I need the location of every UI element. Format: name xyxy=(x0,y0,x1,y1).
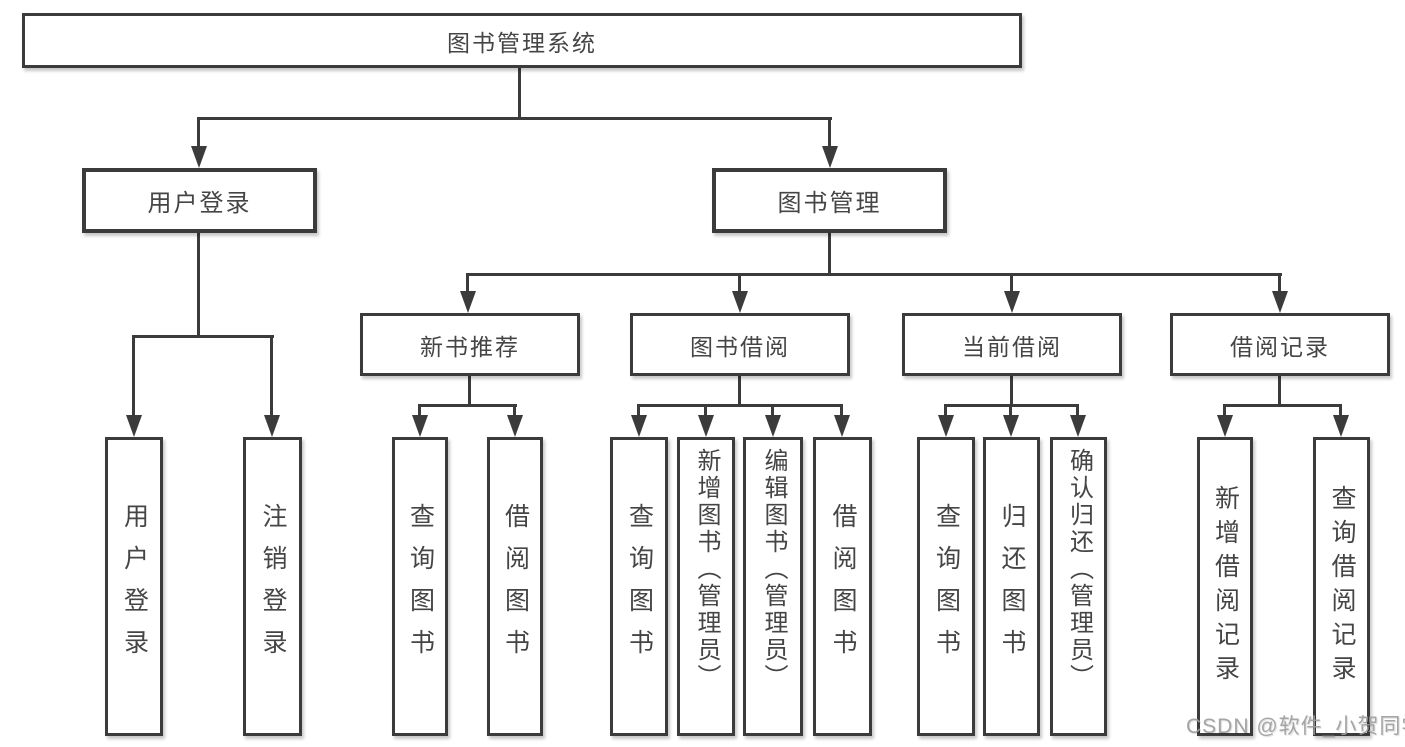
arrow-down-icon xyxy=(1217,415,1233,437)
connector-line xyxy=(638,404,843,407)
node-library-management-system: 图书管理系统 xyxy=(22,13,1022,68)
leaf-label: 查询图书 xyxy=(406,502,435,671)
connector-line xyxy=(468,376,471,406)
leaf-borrow-books-recommend: 借阅图书 xyxy=(487,437,543,736)
connector-line xyxy=(132,335,135,417)
node-label: 借阅记录 xyxy=(1230,333,1330,360)
connector-line xyxy=(197,233,200,337)
connector-line xyxy=(1339,404,1342,418)
arrow-down-icon xyxy=(126,415,142,437)
connector-line xyxy=(419,404,517,407)
connector-line xyxy=(513,404,516,418)
node-borrow-records: 借阅记录 xyxy=(1170,313,1390,376)
arrow-down-icon xyxy=(732,291,748,313)
arrow-down-icon xyxy=(191,146,207,168)
arrow-down-icon xyxy=(1333,415,1349,437)
connector-line xyxy=(738,376,741,406)
leaf-label: 借阅图书 xyxy=(501,502,530,671)
arrow-down-icon xyxy=(631,415,647,437)
arrow-down-icon xyxy=(938,415,954,437)
connector-line xyxy=(1009,404,1012,418)
node-label: 新书推荐 xyxy=(420,333,520,360)
connector-line xyxy=(133,335,274,338)
leaf-label: 新增借阅记录 xyxy=(1211,484,1240,689)
leaf-label: 用户登录 xyxy=(120,502,149,671)
leaf-label: 归还图书 xyxy=(998,502,1026,671)
arrow-down-icon xyxy=(460,291,476,313)
leaf-edit-book-admin: 编辑图书（管理员） xyxy=(743,437,803,736)
leaf-add-borrow-record: 新增借阅记录 xyxy=(1197,437,1253,736)
leaf-query-books-borrowing: 查询图书 xyxy=(610,437,668,736)
connector-line xyxy=(1278,376,1281,406)
connector-line xyxy=(518,66,521,119)
node-new-book-recommend: 新书推荐 xyxy=(360,313,580,376)
watermark: CSDN @软件_小贺同学 xyxy=(1186,715,1405,738)
connector-line xyxy=(1076,404,1079,418)
leaf-label: 查询图书 xyxy=(932,502,961,671)
connector-line xyxy=(467,273,1282,276)
leaf-label: 新增图书（管理员） xyxy=(693,448,720,691)
leaf-label: 查询图书 xyxy=(625,502,654,671)
arrow-down-icon xyxy=(1070,415,1086,437)
leaf-query-borrow-record: 查询借阅记录 xyxy=(1313,437,1370,736)
leaf-user-login: 用户登录 xyxy=(105,437,163,736)
connector-line xyxy=(197,117,200,149)
leaf-label: 查询借阅记录 xyxy=(1328,484,1356,689)
node-label: 当前借阅 xyxy=(962,333,1062,360)
connector-line xyxy=(418,404,421,418)
node-book-borrowing: 图书借阅 xyxy=(630,313,850,376)
connector-line xyxy=(944,404,947,418)
connector-line xyxy=(945,404,1079,407)
node-label: 图书管理系统 xyxy=(447,29,597,56)
connector-line xyxy=(1010,273,1013,293)
node-book-management: 图书管理 xyxy=(712,168,947,233)
connector-line xyxy=(1278,273,1281,293)
arrow-down-icon xyxy=(1004,291,1020,313)
connector-line xyxy=(828,117,831,149)
connector-line xyxy=(198,117,832,120)
arrow-down-icon xyxy=(1272,291,1288,313)
connector-line xyxy=(1224,404,1342,407)
connector-line xyxy=(637,404,640,418)
leaf-query-books-current: 查询图书 xyxy=(917,437,975,736)
leaf-label: 编辑图书（管理员） xyxy=(760,448,787,691)
arrow-down-icon xyxy=(264,415,280,437)
connector-line xyxy=(828,233,831,275)
leaf-add-book-admin: 新增图书（管理员） xyxy=(677,437,735,736)
connector-line xyxy=(1223,404,1226,418)
arrow-down-icon xyxy=(412,415,428,437)
connector-line xyxy=(1010,376,1013,406)
leaf-label: 确认归还（管理员） xyxy=(1065,448,1093,691)
arrow-down-icon xyxy=(765,415,781,437)
connector-line xyxy=(840,404,843,418)
connector-line xyxy=(704,404,707,418)
arrow-down-icon xyxy=(507,415,523,437)
node-label: 图书借阅 xyxy=(690,333,790,360)
arrow-down-icon xyxy=(698,415,714,437)
leaf-label: 借阅图书 xyxy=(829,502,857,671)
connector-line xyxy=(738,273,741,293)
arrow-down-icon xyxy=(834,415,850,437)
arrow-down-icon xyxy=(822,146,838,168)
connector-line xyxy=(270,335,273,417)
node-user-login: 用户登录 xyxy=(82,168,317,233)
leaf-logout: 注销登录 xyxy=(243,437,302,736)
leaf-borrow-books-borrowing: 借阅图书 xyxy=(813,437,872,736)
leaf-label: 注销登录 xyxy=(259,502,287,671)
connector-line xyxy=(771,404,774,418)
leaf-query-books-recommend: 查询图书 xyxy=(392,437,448,736)
leaf-confirm-return-admin: 确认归还（管理员） xyxy=(1050,437,1107,736)
connector-line xyxy=(466,273,469,293)
node-label: 用户登录 xyxy=(147,190,252,217)
node-current-borrowing: 当前借阅 xyxy=(902,313,1122,376)
arrow-down-icon xyxy=(1003,415,1019,437)
node-label: 图书管理 xyxy=(777,190,882,217)
leaf-return-book: 归还图书 xyxy=(983,437,1040,736)
